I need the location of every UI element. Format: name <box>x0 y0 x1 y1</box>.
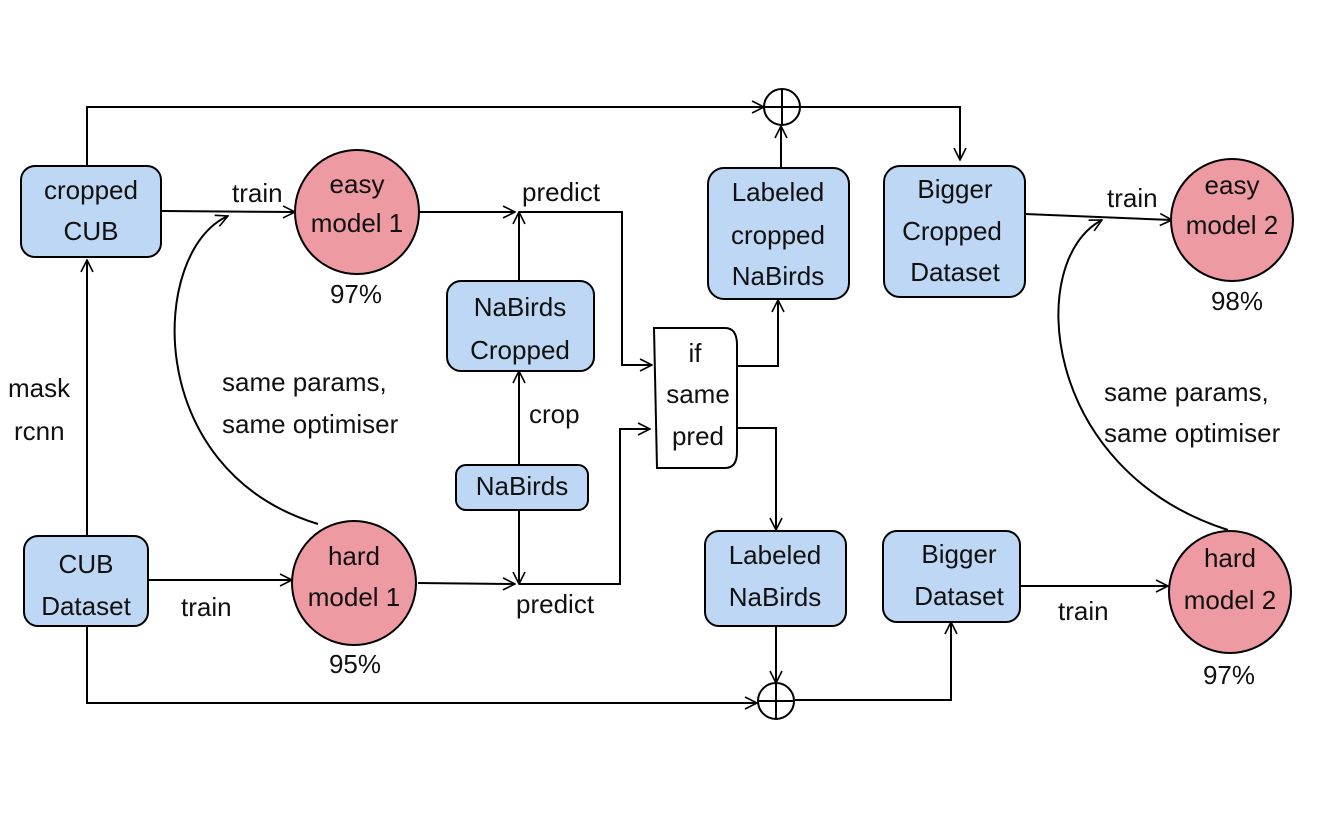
accuracy-hard-model-1: 95% <box>329 649 381 679</box>
node-label: NaBirds <box>729 582 821 612</box>
node-label: Labeled <box>732 177 825 207</box>
edge-same-params-right <box>1057 219 1229 531</box>
edge-train-easy-2 <box>1024 214 1172 220</box>
edge-hard1-to-predict <box>417 583 515 584</box>
node-bigger-dataset: Bigger Dataset <box>882 530 1021 623</box>
node-label: hard <box>328 541 380 571</box>
edge-train-easy-1 <box>161 211 295 212</box>
node-label: model 2 <box>1184 585 1277 615</box>
node-label: Cropped <box>470 335 570 365</box>
node-label: Bigger <box>921 539 996 569</box>
node-label: Dataset <box>41 591 131 621</box>
plus-node-bottom <box>757 682 795 720</box>
node-label: Dataset <box>910 257 1000 287</box>
edge-croppedcub-to-plus-top <box>86 107 764 166</box>
edge-same-params-left <box>173 216 319 525</box>
label-mask-rcnn: rcnn <box>14 416 65 446</box>
node-label: NaBirds <box>732 261 824 291</box>
node-label: NaBirds <box>474 292 566 322</box>
node-nabirds-cropped: NaBirds Cropped <box>446 280 595 372</box>
accuracy-easy-model-2: 98% <box>1211 286 1263 316</box>
label-predict-bottom: predict <box>516 589 595 619</box>
node-nabirds: NaBirds <box>455 464 589 511</box>
node-label: Labeled <box>729 540 822 570</box>
accuracy-easy-model-1: 97% <box>330 279 382 309</box>
label-predict-top: predict <box>522 177 601 207</box>
node-bigger-cropped-dataset: Bigger Cropped Dataset <box>883 165 1026 298</box>
node-label: if <box>689 338 703 368</box>
node-label: easy <box>330 169 385 199</box>
node-label: same <box>666 379 730 409</box>
label-train-hard-1: train <box>181 592 232 622</box>
node-easy-model-2: easy model 2 <box>1170 158 1294 282</box>
accuracy-labels: 97% 95% 98% 97% <box>329 279 1263 690</box>
node-easy-model-1: easy model 1 <box>294 149 420 275</box>
edge-cub-to-plus-bottom <box>86 626 757 703</box>
node-label: model 1 <box>308 582 401 612</box>
plus-node-top <box>763 88 801 126</box>
node-label: CUB <box>59 549 114 579</box>
node-label: cropped <box>44 175 138 205</box>
node-hard-model-1: hard model 1 <box>291 520 417 646</box>
node-label: Bigger <box>917 174 992 204</box>
label-train-hard-2: train <box>1058 596 1109 626</box>
node-label: CUB <box>64 216 119 246</box>
node-label: cropped <box>731 220 825 250</box>
edge-predict-bottom-to-if <box>519 429 650 585</box>
edge-plus-top-to-bigger-cropped <box>800 106 960 160</box>
accuracy-hard-model-2: 97% <box>1203 660 1255 690</box>
node-label: Dataset <box>914 581 1004 611</box>
label-same-params-left: same optimiser <box>222 409 399 439</box>
node-label: NaBirds <box>476 471 568 501</box>
node-hard-model-2: hard model 2 <box>1168 530 1292 654</box>
node-if-same-pred: if same pred <box>652 327 738 469</box>
label-train-easy-1: train <box>232 178 283 208</box>
label-train-easy-2: train <box>1107 183 1158 213</box>
node-label: model 2 <box>1186 210 1279 240</box>
node-label: model 1 <box>311 208 404 238</box>
label-same-params-right: same params, <box>1104 377 1269 407</box>
label-mask-rcnn: mask <box>8 373 71 403</box>
edge-plus-bottom-to-bigger <box>795 622 951 701</box>
node-label: pred <box>672 421 724 451</box>
node-label: Cropped <box>902 216 1002 246</box>
node-labeled-cropped-nabirds: Labeled cropped NaBirds <box>707 167 850 300</box>
node-labeled-nabirds: Labeled NaBirds <box>704 530 847 627</box>
edge-if-to-labeled-cropped <box>736 300 778 367</box>
edge-labels: train train train train predict predict … <box>8 177 1281 626</box>
label-crop: crop <box>529 399 580 429</box>
node-label: easy <box>1205 170 1260 200</box>
node-label: hard <box>1204 543 1256 573</box>
label-same-params-right: same optimiser <box>1104 418 1281 448</box>
connectors <box>86 106 1229 703</box>
edge-if-to-labeled <box>734 427 776 530</box>
node-cub-dataset: CUB Dataset <box>23 535 149 627</box>
label-same-params-left: same params, <box>222 367 387 397</box>
edge-predict-top-to-if <box>519 211 652 365</box>
node-cropped-cub: cropped CUB <box>20 165 162 258</box>
